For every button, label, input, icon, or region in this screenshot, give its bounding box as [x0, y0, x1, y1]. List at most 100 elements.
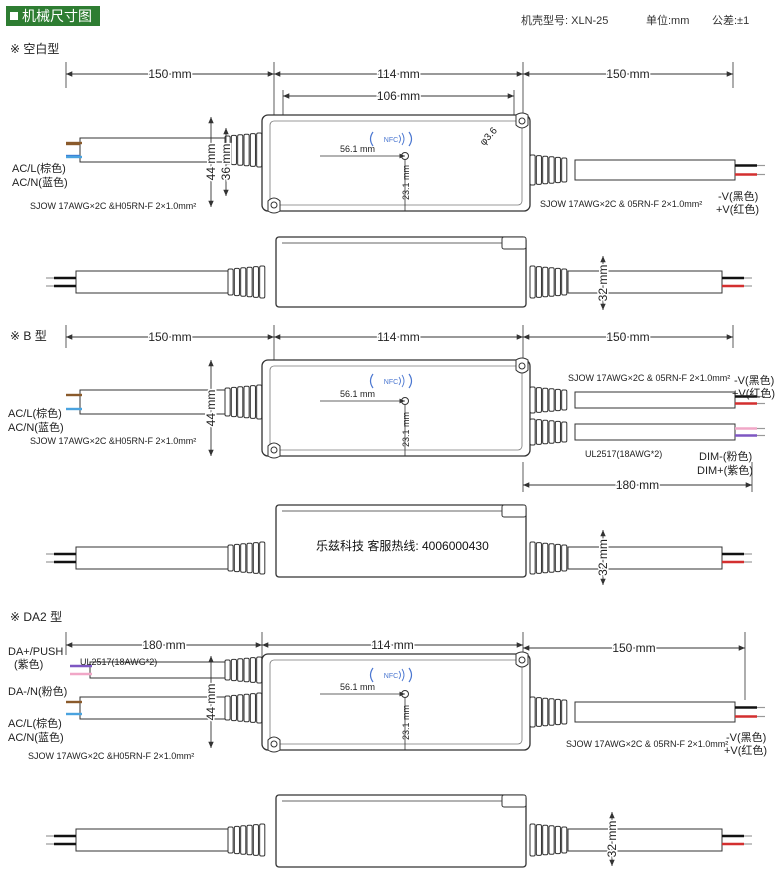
left-strain-side-1-rib	[259, 265, 266, 299]
left-cable-b	[79, 389, 226, 415]
right-strain-side-1-rib	[548, 267, 555, 297]
right-cable-side-b	[567, 546, 723, 570]
left-strain-side-b-rib	[227, 544, 234, 572]
left-strain-relief-b-rib	[230, 386, 237, 418]
right-strain-relief-1-rib	[529, 154, 536, 186]
right-label-neg-1: -V(黑色)	[718, 189, 758, 203]
left-strain-relief-da2-rib	[237, 694, 244, 722]
right-strain-side-b	[529, 541, 568, 575]
section-title-blank: ※ 空白型	[10, 42, 60, 56]
body-side-b-outline	[275, 504, 527, 578]
right-strain-relief-1-rib	[542, 155, 549, 185]
right-strain-relief-1-rib	[554, 156, 561, 184]
nfc-badge-b: NFC	[369, 373, 413, 389]
dim-h44-da-label: 44 mm	[204, 684, 218, 721]
dim-label-pos-b: DIM+(紫色)	[697, 463, 753, 477]
left-strain-side-b	[227, 541, 266, 575]
nfc-badge-1-wave-l	[369, 131, 374, 147]
body-side-1-tab	[501, 236, 527, 250]
dim-right-150-b-label: 150 mm	[606, 330, 649, 344]
title-square-icon	[10, 12, 18, 20]
right-strain-side-da-rib	[542, 824, 549, 856]
right-strain-relief-b1	[529, 386, 568, 414]
right-strain-relief-da-rib	[548, 698, 555, 726]
left-label-acn-b: AC/N(蓝色)	[8, 420, 64, 434]
body-side-da-outline	[275, 794, 527, 868]
right-strain-relief-b1-rib	[554, 388, 561, 412]
dim-left-150-b-label: 150 mm	[148, 330, 191, 344]
right-strain-side-da-rib	[535, 824, 542, 856]
left-strain-relief-da2-rib	[243, 693, 250, 723]
right-strain-side-1-rib	[554, 267, 561, 297]
body-top-b-outline	[261, 359, 531, 457]
right-label-neg-da: -V(黑色)	[726, 730, 766, 744]
right-strain-side-da-rib	[561, 826, 568, 854]
left-label-acl-da: AC/L(棕色)	[8, 716, 62, 730]
dim-side-32-b-label: 32 mm	[596, 539, 610, 576]
left-strain-relief-1-rib	[230, 134, 237, 166]
dim-561-label-da: 56.1 mm	[340, 682, 375, 692]
right-strain-relief-1-rib	[535, 155, 542, 185]
right-strain-relief-b2-rib	[542, 419, 549, 445]
dim-body-114-da-label: 114 mm	[371, 638, 413, 652]
left-strain-side-1-rib	[252, 266, 259, 298]
left-strain-relief-da1	[224, 656, 263, 684]
section-title-da2: ※ DA2 型	[10, 610, 63, 624]
nfc-badge-1-text: NFC	[384, 137, 398, 144]
left-strain-relief-da2	[224, 692, 263, 724]
center-mark-icon	[401, 152, 409, 160]
body-side-b	[275, 504, 527, 578]
left-cable-side-1	[75, 270, 229, 294]
right-strain-relief-b2-rib	[561, 421, 568, 443]
left-strain-relief-1-rib	[249, 133, 256, 167]
right-cable-da	[574, 701, 736, 723]
left-strain-relief-da1-rib	[224, 659, 231, 681]
body-side-1	[275, 236, 527, 308]
right-label-pos-b: +V(红色)	[732, 386, 775, 400]
left-strain-side-da-rib	[252, 824, 259, 856]
right-strain-relief-da-rib	[535, 697, 542, 727]
right-strain-side-1-rib	[561, 268, 568, 296]
left-strain-side-da-rib	[259, 823, 266, 857]
dim-561-label: 56.1 mm	[340, 144, 375, 154]
da-label-neg: DA-/N(粉色)	[8, 684, 67, 698]
left-strain-relief-da1-rib	[243, 657, 250, 683]
right-cable-spec-b: SJOW 17AWG×2C & 05RN-F 2×1.0mm²	[568, 373, 730, 383]
right-cable-b2	[574, 423, 736, 441]
nfc-badge-b-wave-r	[408, 373, 413, 389]
right-strain-side-da-rib	[554, 825, 561, 855]
dim-right-150-label: 150 mm	[606, 67, 649, 81]
left-strain-relief-da2-rib	[230, 694, 237, 722]
nfc-badge-da-wave-l	[369, 667, 374, 683]
model-label: 机壳型号: XLN-25	[521, 15, 609, 27]
page-title: 机械尺寸图	[6, 6, 100, 26]
da-label-purple: (紫色)	[14, 657, 43, 671]
left-strain-relief-1-rib	[243, 133, 250, 167]
right-cable-1	[574, 159, 736, 181]
right-strain-side-da-rib	[529, 823, 536, 857]
left-strain-relief-b-rib	[243, 385, 250, 419]
right-strain-relief-b1-rib	[542, 387, 549, 413]
body-top-da	[261, 651, 531, 753]
page-title-text: 机械尺寸图	[22, 8, 92, 24]
left-strain-relief-1-rib	[237, 134, 244, 166]
left-cable-side-da	[75, 828, 229, 852]
right-strain-relief-da-rib	[561, 699, 568, 725]
section-title-b: ※ B 型	[10, 329, 47, 343]
nfc-badge-1-signal-icon	[398, 132, 405, 146]
overlay-hotline-text: 乐兹科技 客服热线: 4006000430	[316, 538, 489, 553]
right-strain-relief-da	[529, 696, 568, 728]
dim-side-32-1-label: 32 mm	[596, 265, 610, 302]
right-strain-relief-b2-rib	[554, 420, 561, 444]
left-cable-spec-b: SJOW 17AWG×2C &H05RN-F 2×1.0mm²	[30, 436, 196, 446]
right-strain-relief-b1-rib	[535, 387, 542, 413]
da-label-pos: DA+/PUSH	[8, 646, 63, 658]
dim-231-label: 23.1 mm	[401, 165, 411, 200]
dim-h44-b-label: 44 mm	[204, 390, 218, 427]
right-strain-relief-b2-rib	[535, 419, 542, 445]
body-top-1-hole-icon	[270, 201, 278, 209]
ul-cable-spec-b: UL2517(18AWG*2)	[585, 449, 662, 459]
left-strain-relief-b-rib	[256, 384, 263, 420]
center-mark-icon	[401, 397, 409, 405]
